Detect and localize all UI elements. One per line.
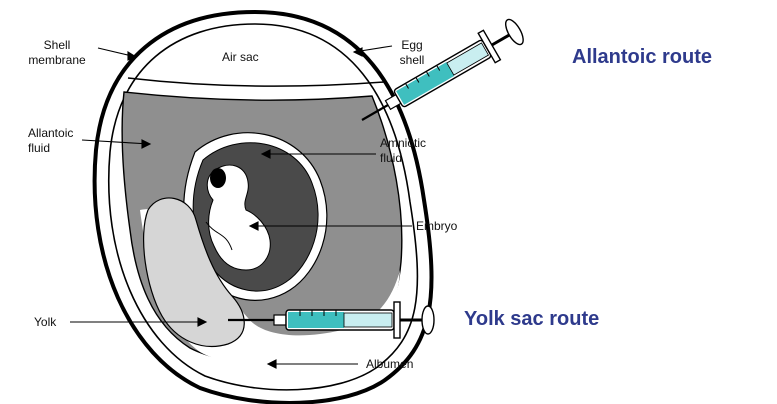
allantoic-fluid-label-line1: Allantoic <box>28 126 73 141</box>
amniotic-fluid-label-line2: fluid <box>380 151 426 166</box>
embryo-eye <box>210 168 226 188</box>
amniotic-fluid-label: Amniotic fluid <box>380 136 426 166</box>
amniotic-fluid-label-line1: Amniotic <box>380 136 426 151</box>
albumen-label: Albumen <box>366 357 413 372</box>
yolk-sac-route-label: Yolk sac route <box>464 308 599 331</box>
allantoic-route-label: Allantoic route <box>572 46 712 69</box>
shell-membrane-label-line2: membrane <box>22 53 92 68</box>
egg-shell-label: Egg shell <box>392 38 432 68</box>
allantoic-fluid-label-line2: fluid <box>28 141 73 156</box>
egg-shell-label-line2: shell <box>392 53 432 68</box>
air-sac-label: Air sac <box>222 50 259 65</box>
allantoic-fluid-label: Allantoic fluid <box>28 126 73 156</box>
shell-membrane-label-line1: Shell <box>22 38 92 53</box>
yolk-label: Yolk <box>34 315 56 330</box>
embryo-label: Embryo <box>416 219 457 234</box>
shell-membrane-label: Shell membrane <box>22 38 92 68</box>
egg-shell-label-line1: Egg <box>392 38 432 53</box>
